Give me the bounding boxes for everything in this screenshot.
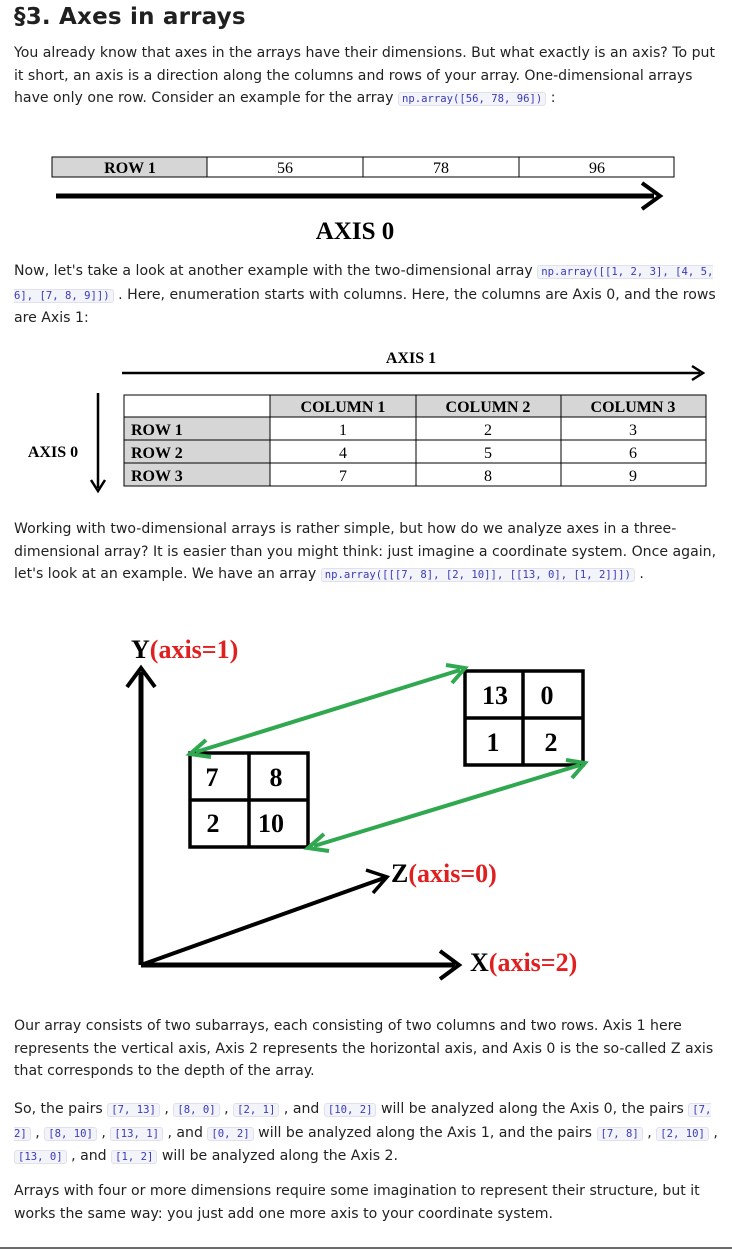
code-snippet: [8, 10]: [44, 1126, 97, 1141]
x-axis-label: X(axis=2): [470, 948, 577, 977]
column-header: COLUMN 1: [301, 399, 386, 416]
code-snippet: [13, 0]: [14, 1150, 67, 1165]
x-axis-arrowhead: [438, 949, 463, 981]
cell-value: 0: [541, 681, 554, 710]
array-cell: [518, 156, 675, 178]
cell-value: 13: [482, 681, 508, 710]
arrowhead: [445, 663, 469, 685]
code-snippet: [2, 1]: [233, 1103, 280, 1117]
y-axis-label: Y(axis=1): [131, 635, 238, 664]
z-axis-line: [140, 876, 385, 967]
cell-value: 8: [270, 763, 283, 792]
depth-arrow-bottom: [313, 763, 581, 848]
value-cell: [560, 462, 707, 487]
cell-value: 9: [629, 468, 637, 485]
paragraph-higher-dims: Arrays with four or more dimensions requ…: [14, 1183, 700, 1222]
cell-value: 56: [277, 160, 293, 177]
z-axis-arrowhead: [365, 868, 391, 895]
arrowhead: [565, 758, 589, 780]
cell-value: 3: [629, 422, 637, 439]
axis1-label: AXIS 1: [386, 350, 436, 367]
cell-value: 4: [339, 445, 347, 462]
cell-value: 96: [589, 160, 605, 177]
axis-label: AXIS 0: [316, 218, 395, 245]
figure-3d-array: Y(axis=1) Z(axis=0) X(axis=2) 7 8 2 10 1…: [125, 635, 589, 981]
cell-value: 2: [484, 422, 492, 439]
code-snippet: np.array([[[7, 8], [2, 10]], [[13, 0], […: [320, 568, 635, 583]
cell-value: 2: [207, 809, 220, 838]
row-label: ROW 3: [131, 468, 183, 485]
paragraph-intro: You already know that axes in the arrays…: [14, 45, 715, 107]
code-snippet: [0, 2]: [207, 1126, 254, 1141]
corner-cell: [123, 394, 271, 418]
cell-value: 7: [339, 468, 347, 485]
code-snippet: [7, 8]: [596, 1126, 643, 1141]
axis0-arrowhead: [89, 479, 107, 494]
cell-value: 2: [545, 728, 558, 757]
row-label: ROW 1: [131, 422, 183, 439]
section-heading: §3. Axes in arrays: [14, 4, 246, 30]
figure-2d-array: AXIS 1 AXIS 0 COLUMN 1 COLUMN 2 COLUMN 3…: [28, 350, 707, 494]
code-snippet: [7, 13]: [107, 1103, 160, 1117]
cell-value: 7: [206, 763, 219, 792]
figure-1d-array: ROW 1 56 78 96 AXIS 0: [51, 156, 675, 245]
cell-value: 1: [339, 422, 347, 439]
z-axis-label: Z(axis=0): [391, 859, 497, 888]
code-snippet: [10, 2]: [323, 1103, 377, 1117]
axis0-label: AXIS 0: [28, 444, 78, 461]
paragraph-3d: Working with two-dimensional arrays is r…: [14, 521, 717, 583]
axis-arrowhead: [640, 181, 664, 211]
cell-value: 8: [484, 468, 492, 485]
arrowhead: [185, 738, 212, 759]
cell-value: 78: [433, 160, 449, 177]
cell-value: 1: [487, 728, 500, 757]
depth-arrow-top: [195, 668, 461, 754]
code-snippet: np.array([56, 78, 96]): [398, 92, 547, 107]
row-label: ROW 2: [131, 445, 183, 462]
cell-value: 5: [484, 445, 492, 462]
divider: [0, 1247, 732, 1249]
column-header: COLUMN 3: [591, 399, 676, 416]
code-snippet: [8, 0]: [173, 1103, 220, 1117]
column-header: COLUMN 2: [446, 399, 531, 416]
paragraph-2d: Now, let's take a look at another exampl…: [14, 263, 716, 327]
code-snippet: [2, 10]: [656, 1126, 709, 1141]
row-label: ROW 1: [104, 160, 156, 177]
code-snippet: [13, 1]: [110, 1126, 163, 1141]
paragraph-pairs: So, the pairs [7, 13] , [8, 0] , [2, 1] …: [14, 1101, 718, 1165]
y-axis-arrowhead: [125, 664, 157, 689]
code-snippet: [1, 2]: [111, 1150, 158, 1165]
arrowhead: [303, 832, 330, 853]
cell-value: 10: [258, 809, 284, 838]
axis1-arrowhead: [691, 364, 706, 382]
paragraph-subarrays: Our array consists of two subarrays, eac…: [14, 1018, 714, 1080]
cell-value: 6: [629, 445, 637, 462]
